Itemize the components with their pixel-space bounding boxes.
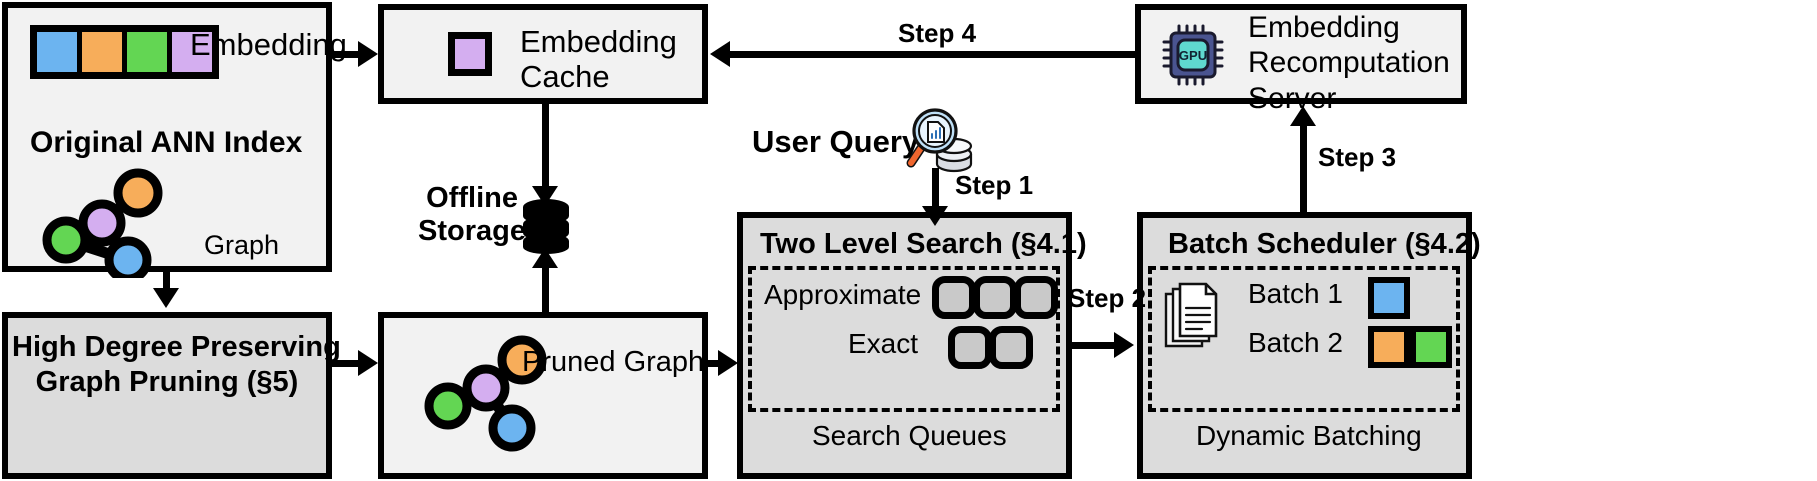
database-cylinder-icon <box>523 199 569 254</box>
approximate-queue-slot <box>932 276 976 319</box>
batch-2-label: Batch 2 <box>1248 327 1343 358</box>
embedding-swatch-blue <box>37 32 77 72</box>
exact-queue-slot <box>989 326 1033 369</box>
pruned-graph-icon <box>424 335 547 452</box>
approximate-queue-slot <box>973 276 1017 319</box>
arrowhead-cache-to-storage <box>532 186 558 206</box>
step-2-label: Step 2 <box>1068 283 1147 313</box>
exact-label: Exact <box>848 328 919 359</box>
pruned-graph-panel <box>378 312 708 479</box>
connector-step4 <box>730 51 1135 58</box>
original-ann-index-panel: Embedding Original ANN Index Graph <box>2 2 347 278</box>
arrowhead-step4 <box>710 41 730 67</box>
ann-index-graph-icon <box>42 168 163 278</box>
batch-scheduler-title: Batch Scheduler (§4.2) <box>1168 228 1481 260</box>
svg-text:GPU: GPU <box>1179 48 1207 63</box>
graph-pruning-panel <box>2 312 332 479</box>
embedding-swatch-purple <box>172 32 212 72</box>
two-level-search-title: Two Level Search (§4.1) <box>760 228 1087 260</box>
batch-2-swatch-orange <box>1368 326 1410 368</box>
connector-ann-to-cache <box>332 51 362 58</box>
connector-pruned-to-search <box>708 360 724 367</box>
embedding-swatch-orange <box>82 32 122 72</box>
connector-step2 <box>1072 342 1118 349</box>
connector-ann-to-pruning <box>163 272 170 292</box>
arrowhead-ann-to-cache <box>358 41 378 67</box>
connector-pruning-to-pruned <box>332 360 362 367</box>
approximate-queue-slot <box>1014 276 1058 319</box>
batch-scheduler-dashed-region <box>1148 266 1460 412</box>
exact-queue-slot <box>948 326 992 369</box>
step-1-label: Step 1 <box>955 170 1034 200</box>
batch-1-swatch-blue <box>1368 277 1410 319</box>
connector-step1 <box>932 168 939 212</box>
pruned-graph-label: Pruned Graph <box>522 346 705 378</box>
embedding-swatch-green <box>127 32 167 72</box>
step-3-label: Step 3 <box>1318 142 1397 172</box>
documents-stack-icon <box>1164 282 1218 348</box>
connector-cache-to-storage <box>542 104 549 192</box>
arrowhead-step3 <box>1290 106 1316 126</box>
arrowhead-pruned-to-search <box>718 350 738 376</box>
arrowhead-step2 <box>1114 332 1134 358</box>
user-query-label: User Query <box>752 124 920 159</box>
original-ann-index-title: Original ANN Index <box>30 126 303 159</box>
arrowhead-pruned-to-storage <box>532 248 558 268</box>
embedding-swatch-strip <box>30 25 219 79</box>
embedding-cache-panel <box>378 4 708 104</box>
arrowhead-pruning-to-pruned <box>358 350 378 376</box>
batch-2-swatch-green <box>1410 326 1452 368</box>
embedding-label: Embedding <box>190 27 347 62</box>
step-4-label: Step 4 <box>898 18 977 48</box>
gpu-chip-icon: GPU <box>1162 24 1224 86</box>
dynamic-batching-label: Dynamic Batching <box>1196 420 1422 451</box>
approximate-label: Approximate <box>764 279 922 310</box>
batch-1-label: Batch 1 <box>1248 278 1343 309</box>
ann-graph-label: Graph <box>204 230 280 260</box>
connector-step3 <box>1300 122 1307 214</box>
embedding-cache-swatch-icon <box>448 32 492 76</box>
search-queues-label: Search Queues <box>812 420 1007 451</box>
connector-pruned-to-storage <box>542 262 549 314</box>
arrowhead-step1 <box>922 206 948 226</box>
magnifier-document-database-icon <box>906 108 973 173</box>
arrowhead-ann-to-pruning <box>153 288 179 308</box>
two-level-search-dashed-region <box>748 266 1060 412</box>
